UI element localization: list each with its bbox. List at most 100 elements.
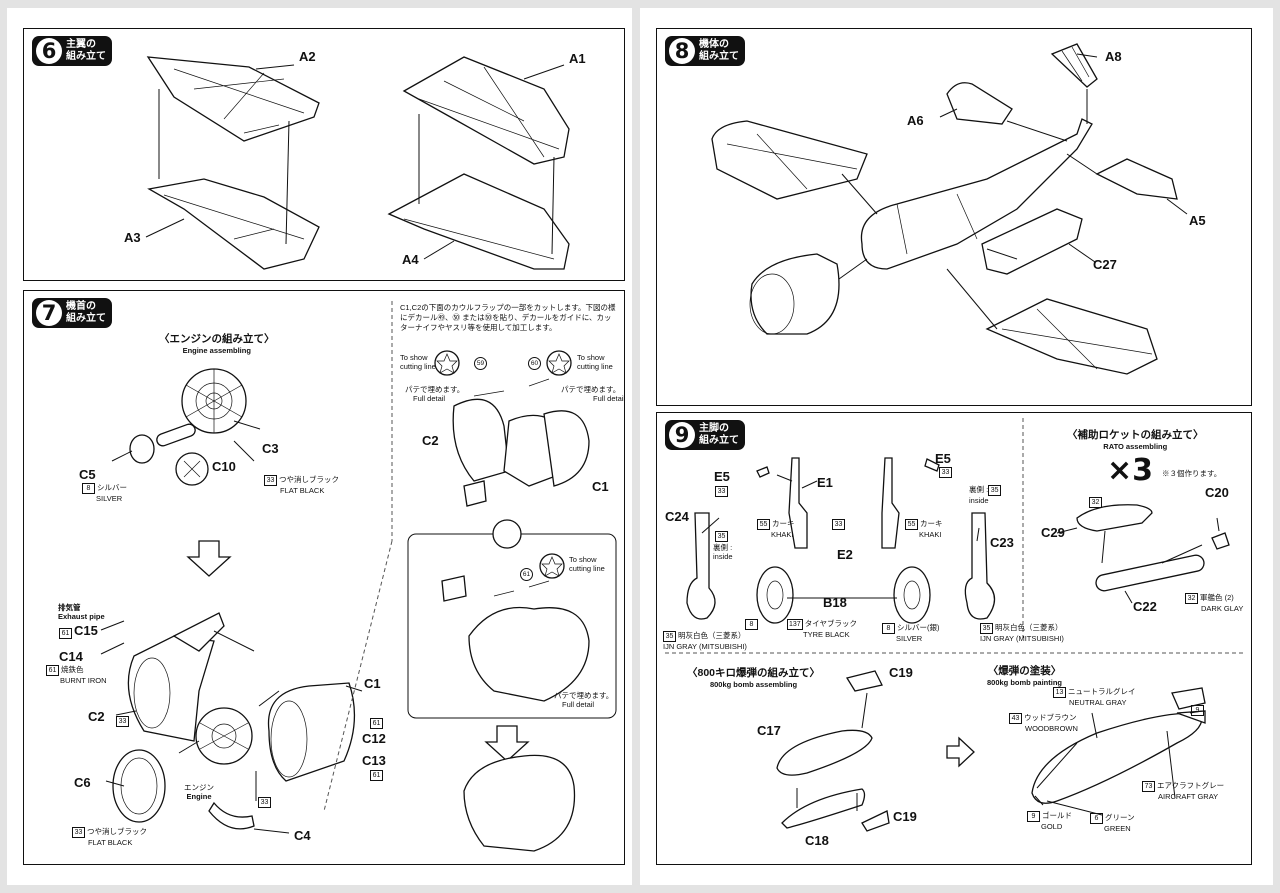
part-C3-label: C3 — [262, 441, 279, 456]
part-C17-label: C17 — [757, 723, 781, 738]
part-C27-label: C27 — [1093, 257, 1117, 272]
step9-title: 主脚の 組み立て — [699, 423, 739, 446]
b18-paint-num: 8 — [745, 619, 760, 630]
part-C14-label: C14 — [59, 649, 83, 664]
rato-title-en: RATO assembling — [1103, 442, 1168, 451]
part-C6-label: C6 — [74, 775, 91, 790]
part-C5-label: C5 — [79, 467, 96, 482]
show-cutting-line-2: To show cutting line — [577, 353, 613, 371]
wing-upper-left — [146, 56, 320, 142]
part-C2-label: C2 — [88, 709, 105, 724]
part-C19a-label: C19 — [889, 665, 913, 680]
wing-upper-right — [402, 56, 570, 165]
bomb-paint-9: 9 — [1191, 705, 1206, 716]
step7-badge: 7 機首の 組み立て — [32, 298, 112, 328]
putty-note-2: パテで埋めます。Full detail — [561, 385, 626, 403]
wing-lower-left — [147, 178, 320, 270]
show-cutting-line-1: To show cutting line — [400, 353, 436, 371]
c12-paint-num: 61 — [370, 718, 385, 729]
part-E5a-label: E5 — [714, 469, 730, 484]
e5b-paint-num: 33 — [939, 467, 954, 478]
part-C1-label: C1 — [364, 676, 381, 691]
down-arrow-icon — [186, 540, 232, 577]
times-three: ×3 — [1107, 453, 1154, 488]
step8-badge: 8 機体の 組み立て — [665, 36, 745, 66]
part-A1-label: A1 — [569, 51, 586, 66]
part-C4-label: C4 — [294, 828, 311, 843]
engine-assembling-title: 〈エンジンの組み立て〉 Engine assembling — [159, 331, 275, 355]
c2-paint-num: 33 — [116, 716, 131, 727]
step9-badge: 9 主脚の 組み立て — [665, 420, 745, 450]
decal-60: 60 — [528, 357, 541, 370]
step6-badge: 6 主翼の 組み立て — [32, 36, 112, 66]
part-C1b-label: C1 — [592, 479, 609, 494]
rato-title: 〈補助ロケットの組み立て〉 RATO assembling — [1067, 427, 1204, 451]
step6-number: 6 — [36, 38, 62, 64]
part-C19b-label: C19 — [893, 809, 917, 824]
part-C18-label: C18 — [805, 833, 829, 848]
show-cutting-line-3: To show cutting line — [569, 555, 605, 573]
rato-title-ja: 〈補助ロケットの組み立て〉 — [1067, 429, 1204, 441]
bomb-painting-ja: 〈爆弾の塗装〉 — [987, 665, 1062, 677]
part-B18-label: B18 — [823, 595, 847, 610]
part-A8-label: A8 — [1105, 49, 1122, 64]
step7-panel: 7 機首の 組み立て 〈エンジンの組み立て〉 Engine assembling — [23, 290, 625, 865]
part-A6-label: A6 — [907, 113, 924, 128]
step6-title: 主翼の 組み立て — [66, 39, 106, 62]
part-A2-label: A2 — [299, 49, 316, 64]
engine-paint-num: 33 — [258, 797, 273, 808]
step7-title: 機首の 組み立て — [66, 301, 106, 324]
part-C22-label: C22 — [1133, 599, 1157, 614]
wing-lower-right — [387, 173, 570, 270]
cutting-instructions: C1,C2の下面のカウルフラップの一部をカットします。下図の様にデカール㊾、㊿ … — [400, 303, 616, 332]
part-C2b-label: C2 — [422, 433, 439, 448]
putty-note-3: パテで埋めます。Full detail — [554, 691, 614, 709]
step9-panel: 9 主脚の 組み立て — [656, 412, 1252, 865]
bomb-painting-en: 800kg bomb painting — [987, 678, 1063, 687]
decal-59: 59 — [474, 357, 487, 370]
engine-assembling-ja: 〈エンジンの組み立て〉 — [159, 333, 275, 345]
step7-diagram — [100, 301, 617, 852]
right-sheet: 8 機体の 組み立て — [640, 8, 1273, 885]
step6-diagram — [145, 56, 570, 270]
e1-paint-num: 33 — [832, 519, 847, 530]
c13-paint-num: 61 — [370, 770, 385, 781]
step8-title: 機体の 組み立て — [699, 39, 739, 62]
part-A3-label: A3 — [124, 230, 141, 245]
step8-number: 8 — [669, 38, 695, 64]
inside-callout-1: 裏側 :inside — [713, 543, 733, 561]
part-C20-label: C20 — [1205, 485, 1229, 500]
step9-number: 9 — [669, 422, 695, 448]
bomb-assembling-ja: 〈800キロ爆弾の組み立て〉 — [687, 667, 821, 679]
part-C24-label: C24 — [665, 509, 689, 524]
step7-number: 7 — [36, 300, 62, 326]
part-A4-label: A4 — [402, 252, 419, 267]
right-arrow-icon — [946, 736, 975, 768]
c24-paint-num: 35 — [715, 531, 730, 542]
part-C12-label: C12 — [362, 731, 386, 746]
bomb-assembling-en: 800kg bomb assembling — [709, 680, 798, 689]
left-sheet: 6 主翼の 組み立て A2 A1 A3 — [7, 8, 632, 885]
putty-note-1: パテで埋めます。Full detail — [405, 385, 465, 403]
part-E5b-label: E5 — [935, 451, 951, 466]
step8-panel: 8 機体の 組み立て — [656, 28, 1252, 406]
engine-assembling-en: Engine assembling — [182, 346, 251, 355]
step8-diagram — [711, 43, 1188, 375]
part-E1-label: E1 — [817, 475, 833, 490]
part-C29-label: C29 — [1041, 525, 1065, 540]
